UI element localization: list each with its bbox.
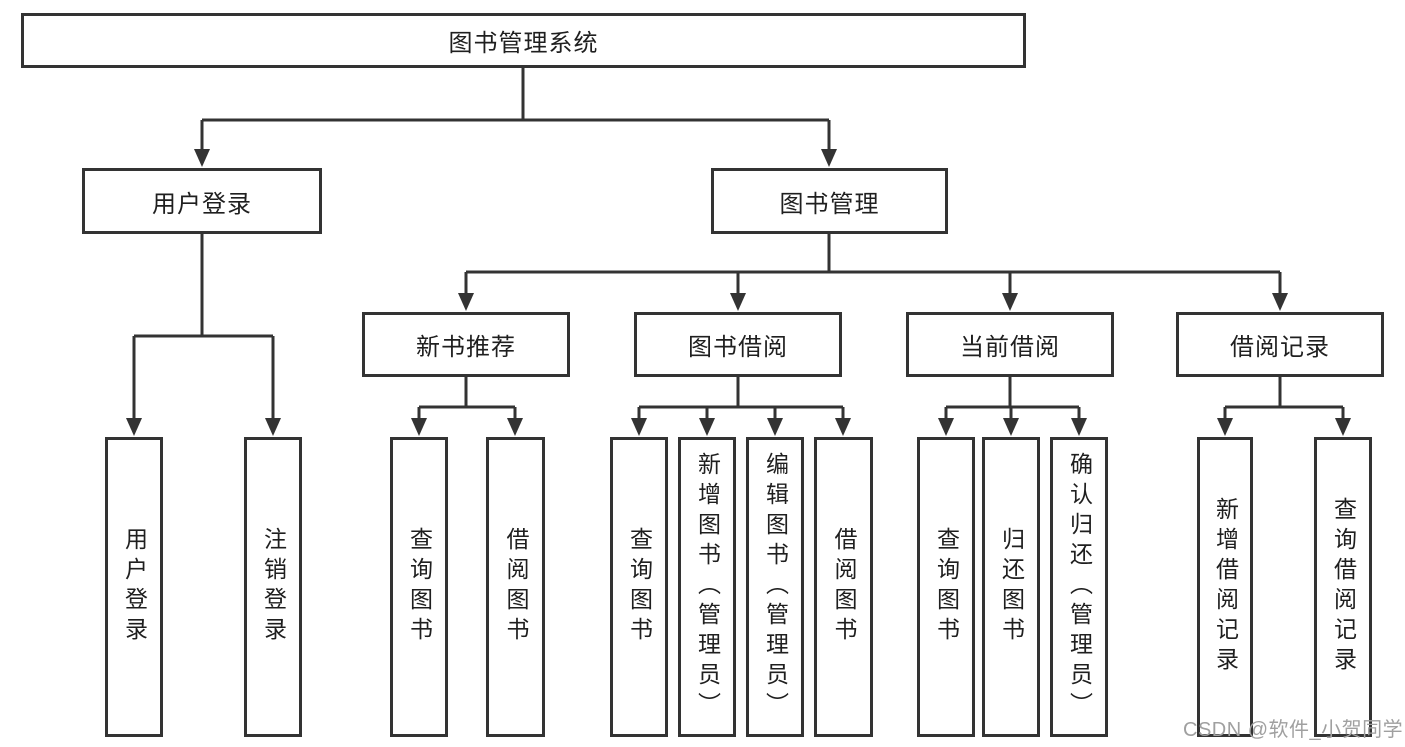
node-borrow-records: 借阅记录 [1176, 312, 1384, 377]
edges-root [194, 68, 837, 167]
leaf-edit-books-admin: 编辑图书（管理员） [746, 437, 804, 737]
node-label: 查询借阅记录 [1330, 497, 1357, 677]
edges-book-management [458, 234, 1288, 311]
edges-new-book-recommend [411, 377, 523, 436]
node-current-borrow: 当前借阅 [906, 312, 1114, 377]
node-user-login: 用户登录 [82, 168, 322, 234]
node-label: 归还图书 [998, 527, 1025, 647]
edges-current-borrow [938, 377, 1087, 436]
leaf-query-books-recommend: 查询图书 [390, 437, 448, 737]
leaf-query-books-current: 查询图书 [917, 437, 975, 737]
node-book-management: 图书管理 [711, 168, 948, 234]
leaf-logout: 注销登录 [244, 437, 302, 737]
csdn-watermark: CSDN @软件_小贺同学 [1183, 719, 1404, 741]
edges-borrow-records [1217, 377, 1351, 436]
node-label: 用户登录 [121, 527, 148, 647]
leaf-return-books: 归还图书 [982, 437, 1040, 737]
node-label: 编辑图书（管理员） [762, 452, 789, 722]
node-label: 图书借阅 [688, 334, 788, 361]
node-library-management-system: 图书管理系统 [21, 13, 1026, 68]
node-label: 用户登录 [152, 190, 252, 218]
edges-user-login [126, 234, 281, 436]
leaf-add-borrow-record: 新增借阅记录 [1197, 437, 1253, 737]
leaf-confirm-return-admin: 确认归还（管理员） [1050, 437, 1108, 737]
node-label: 图书管理 [779, 190, 880, 218]
leaf-borrow-books-recommend: 借阅图书 [486, 437, 545, 737]
node-label: 借阅图书 [831, 527, 857, 647]
node-label: 注销登录 [260, 527, 287, 647]
node-label: 查询图书 [626, 527, 653, 647]
leaf-borrow-books: 借阅图书 [814, 437, 873, 737]
leaf-user-login: 用户登录 [105, 437, 163, 737]
edges-book-borrow [631, 377, 851, 436]
leaf-add-books-admin: 新增图书（管理员） [678, 437, 736, 737]
node-label: 借阅记录 [1230, 334, 1330, 361]
node-label: 借阅图书 [503, 527, 529, 647]
node-label: 确认归还（管理员） [1066, 452, 1093, 722]
node-label: 查询图书 [406, 527, 433, 647]
node-label: 查询图书 [933, 527, 960, 647]
node-new-book-recommend: 新书推荐 [362, 312, 570, 377]
node-label: 新书推荐 [416, 334, 516, 361]
leaf-query-borrow-record: 查询借阅记录 [1314, 437, 1372, 737]
node-label: 新增图书（管理员） [694, 452, 721, 722]
leaf-query-books-borrow: 查询图书 [610, 437, 668, 737]
node-label: 新增借阅记录 [1212, 497, 1239, 677]
node-label: 图书管理系统 [448, 30, 599, 57]
node-label: 当前借阅 [960, 334, 1060, 361]
node-book-borrow: 图书借阅 [634, 312, 842, 377]
